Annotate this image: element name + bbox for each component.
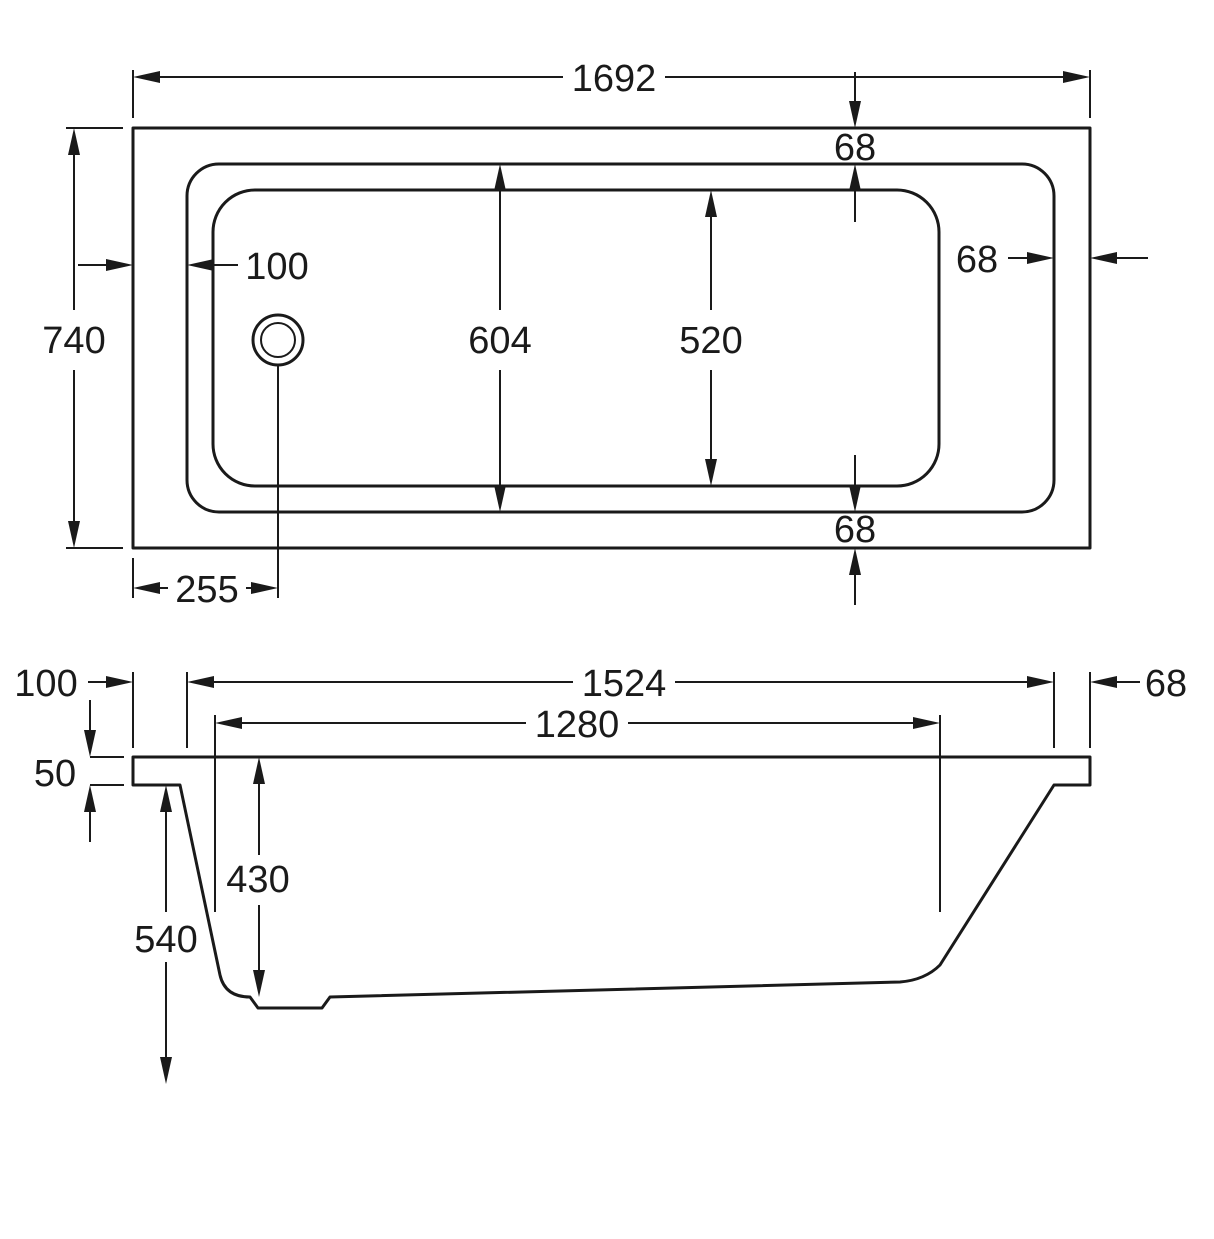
dim-top-length: 1524 [186, 663, 1055, 748]
bath-rim-inner-outline [185, 162, 1056, 514]
bath-outer-outline [131, 126, 1092, 550]
dim-overall-depth-label: 540 [134, 919, 197, 961]
dim-overall-length: 1692 [132, 58, 1091, 118]
dim-waste-offset: 255 [132, 365, 279, 611]
dim-side-rim-right: 68 [1089, 663, 1187, 748]
dim-rim-bottom: 68 [834, 455, 876, 605]
dim-rim-left-label: 100 [245, 246, 308, 288]
dim-inner-depth-label: 430 [226, 859, 289, 901]
dim-rim-top-label: 68 [834, 127, 876, 169]
dim-base-length-label: 1280 [535, 704, 620, 746]
dim-rim-right-label: 68 [956, 239, 998, 281]
dim-side-rim-left: 100 [14, 663, 134, 748]
dim-waste-offset-label: 255 [175, 569, 238, 611]
dim-overall-depth: 540 [134, 785, 198, 1084]
dim-base-length: 1280 [214, 704, 941, 912]
dim-base-width-label: 520 [679, 320, 742, 362]
dim-overall-length-label: 1692 [572, 58, 657, 100]
bath-base-outline [211, 188, 941, 488]
dim-base-width: 520 [679, 190, 743, 486]
dim-side-rim-left-label: 100 [14, 663, 77, 705]
side-view: 1524 1280 100 68 [14, 663, 1187, 1084]
dim-rim-bottom-label: 68 [834, 509, 876, 551]
dim-inner-width: 604 [468, 164, 532, 512]
dim-overall-width-label: 740 [42, 320, 105, 362]
top-view: 1692 740 604 520 [42, 58, 1148, 611]
dim-inner-depth: 430 [226, 757, 290, 997]
dim-rim-top: 68 [834, 72, 876, 222]
dim-rim-right: 68 [956, 239, 1148, 281]
dim-rim-thickness-label: 50 [34, 753, 76, 795]
dim-top-length-label: 1524 [582, 663, 667, 705]
waste-outlet-icon [251, 313, 305, 367]
bath-side-profile [131, 755, 1092, 1010]
dim-side-rim-right-label: 68 [1145, 663, 1187, 705]
dim-overall-width: 740 [42, 127, 123, 549]
dim-inner-width-label: 604 [468, 320, 531, 362]
dim-rim-left: 100 [78, 246, 309, 288]
dim-rim-thickness: 50 [34, 700, 124, 842]
